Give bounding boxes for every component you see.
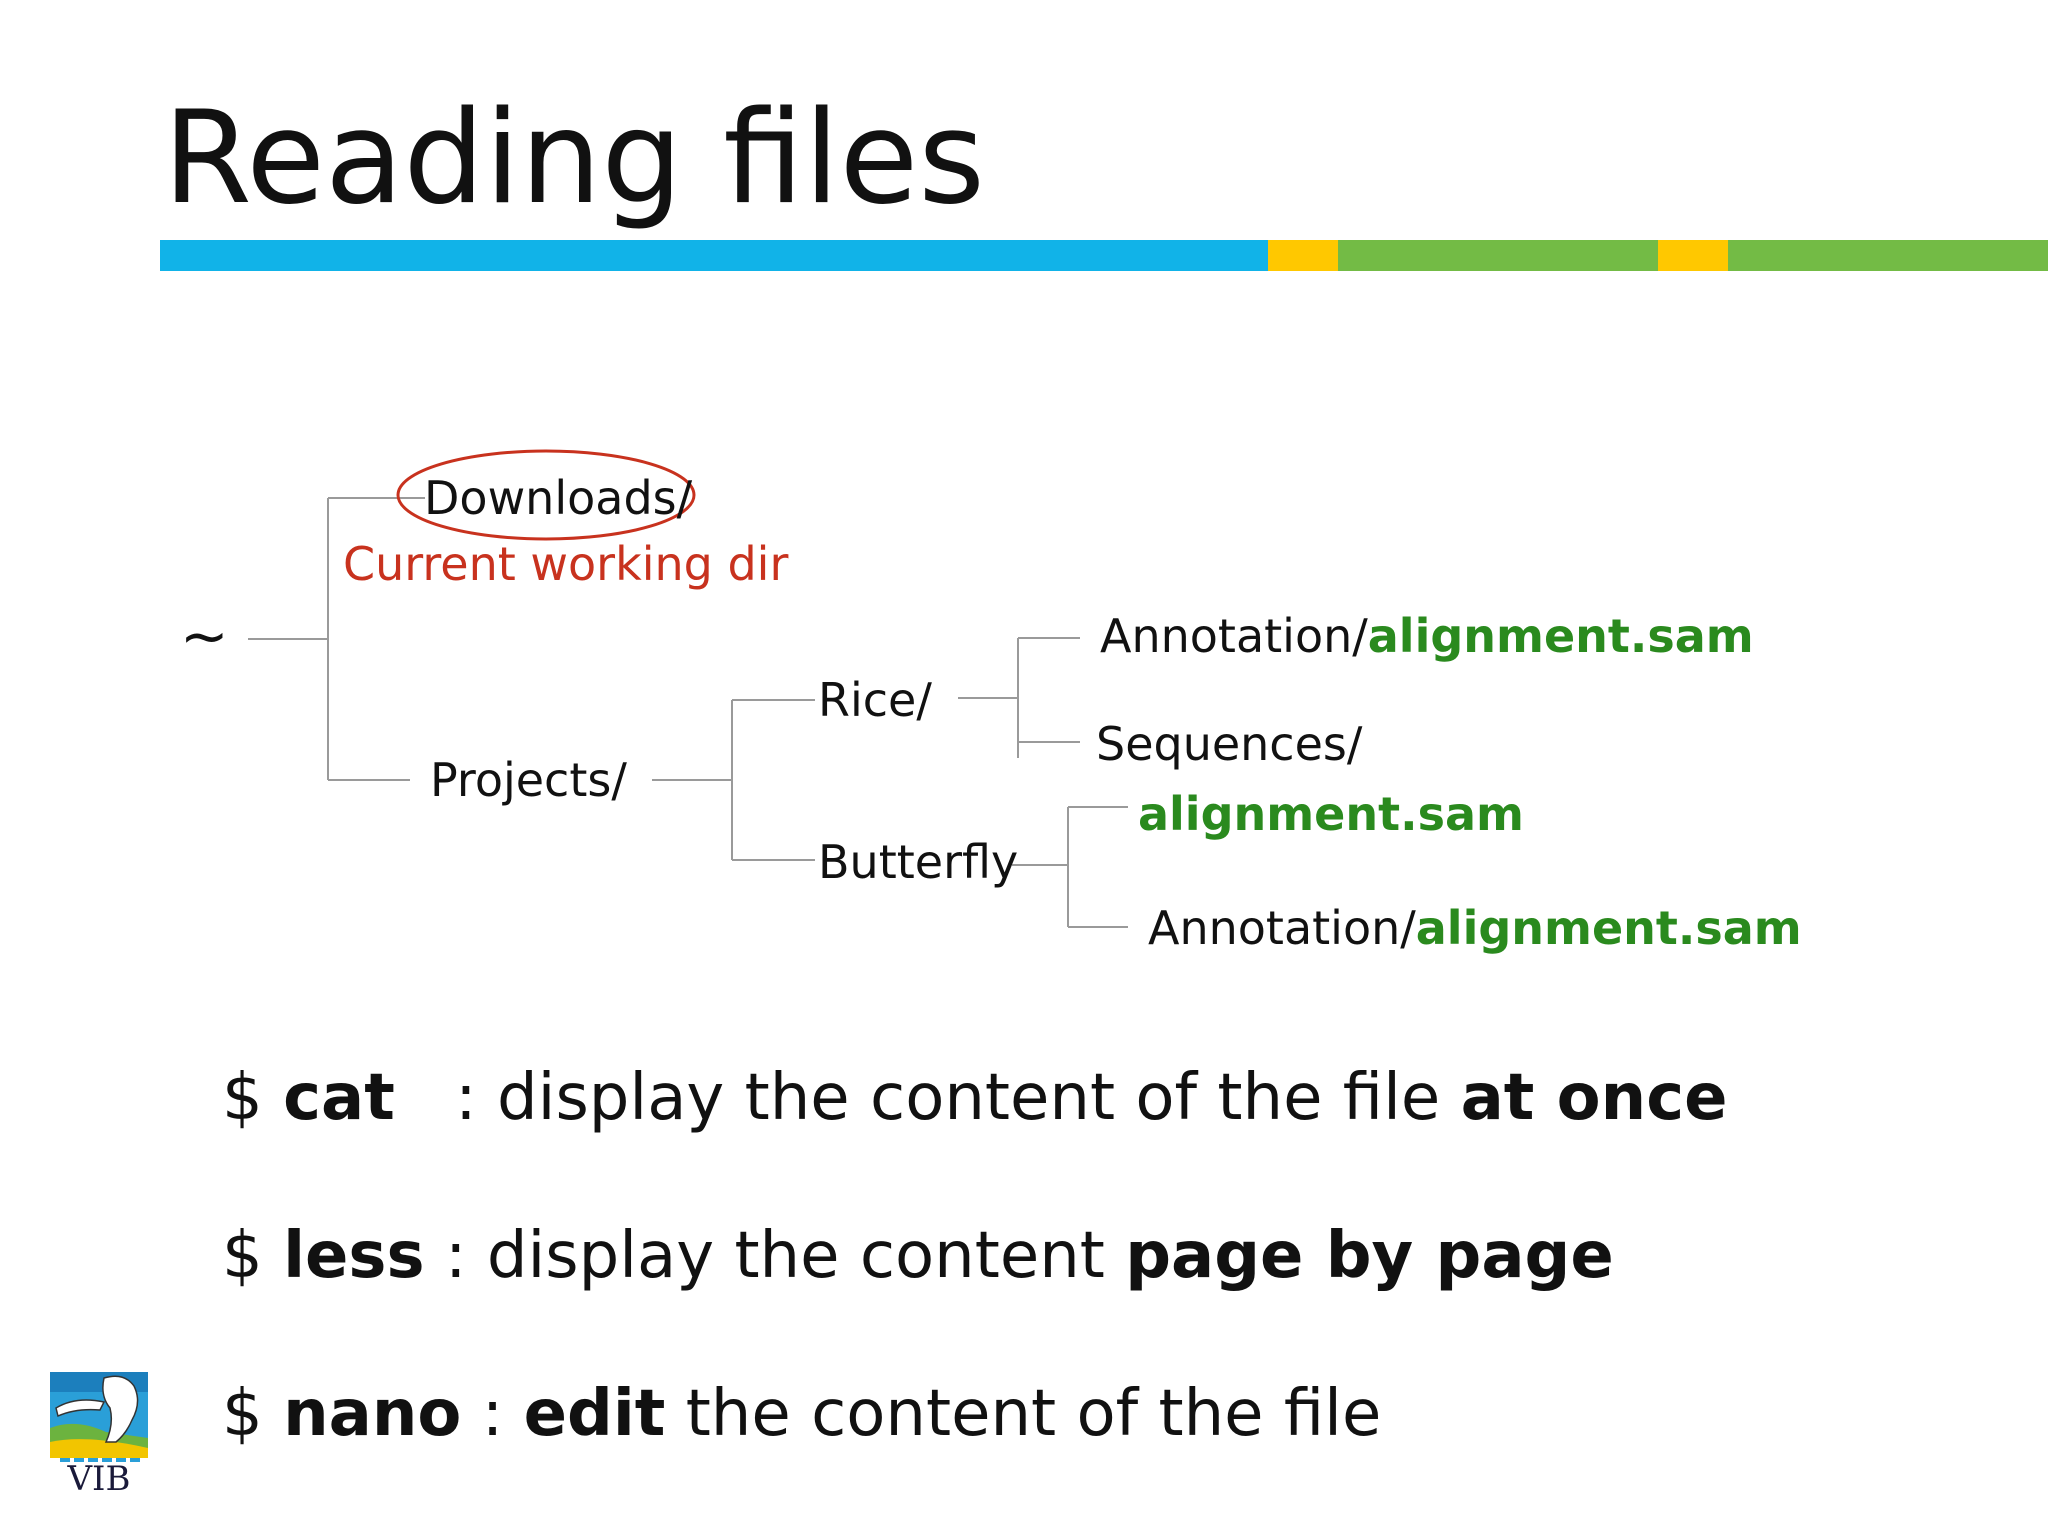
tree-node-rice-annotation: Annotation/alignment.sam <box>1100 608 1754 664</box>
command-emphasis: at once <box>1460 1061 1728 1135</box>
current-working-dir-label: Current working dir <box>343 537 789 591</box>
command-separator: : <box>481 1377 504 1451</box>
command-verb: edit <box>523 1377 666 1451</box>
command-name: less <box>283 1219 425 1293</box>
header-bar-blue <box>160 240 1268 271</box>
tree-node-butterfly-annotation: Annotation/alignment.sam <box>1148 900 1802 956</box>
tree-node-projects: Projects/ <box>430 753 627 807</box>
tree-root: ~ <box>180 602 229 670</box>
file-name: alignment.sam <box>1415 901 1802 955</box>
header-bar-yellow <box>1268 240 1338 271</box>
command-name: nano <box>283 1377 462 1451</box>
logo-text: VIB <box>67 1459 131 1493</box>
tree-node-rice: Rice/ <box>818 673 932 727</box>
directory-name: Annotation/ <box>1148 901 1416 955</box>
header-bar-green <box>1338 240 1658 271</box>
command-prompt: $ <box>222 1061 263 1135</box>
tree-node-butterfly-file: alignment.sam <box>1138 787 1524 841</box>
slide-title: Reading files <box>163 84 985 233</box>
command-line-nano: $ nano : edit the content of the file <box>222 1374 1381 1454</box>
command-line-cat: $ cat : display the content of the file … <box>222 1058 1728 1138</box>
command-emphasis: page by page <box>1125 1219 1614 1293</box>
tree-node-rice-sequences: Sequences/ <box>1096 717 1363 771</box>
command-name: cat <box>283 1061 395 1135</box>
current-dir-highlight-ellipse <box>396 449 696 541</box>
header-bar-yellow <box>1658 240 1728 271</box>
vib-logo-icon: VIB <box>50 1372 148 1493</box>
file-name: alignment.sam <box>1367 609 1754 663</box>
command-description: the content of the file <box>685 1377 1382 1451</box>
command-prompt: $ <box>222 1219 263 1293</box>
command-prompt: $ <box>222 1377 263 1451</box>
command-description: : display the content of the file <box>455 1061 1441 1135</box>
tree-node-butterfly: Butterfly <box>818 835 1019 889</box>
command-line-less: $ less : display the content page by pag… <box>222 1216 1614 1296</box>
header-bar-green <box>1728 240 2048 271</box>
tree-node-downloads: Downloads/ <box>424 471 693 525</box>
command-description: : display the content <box>444 1219 1105 1293</box>
directory-name: Annotation/ <box>1100 609 1368 663</box>
